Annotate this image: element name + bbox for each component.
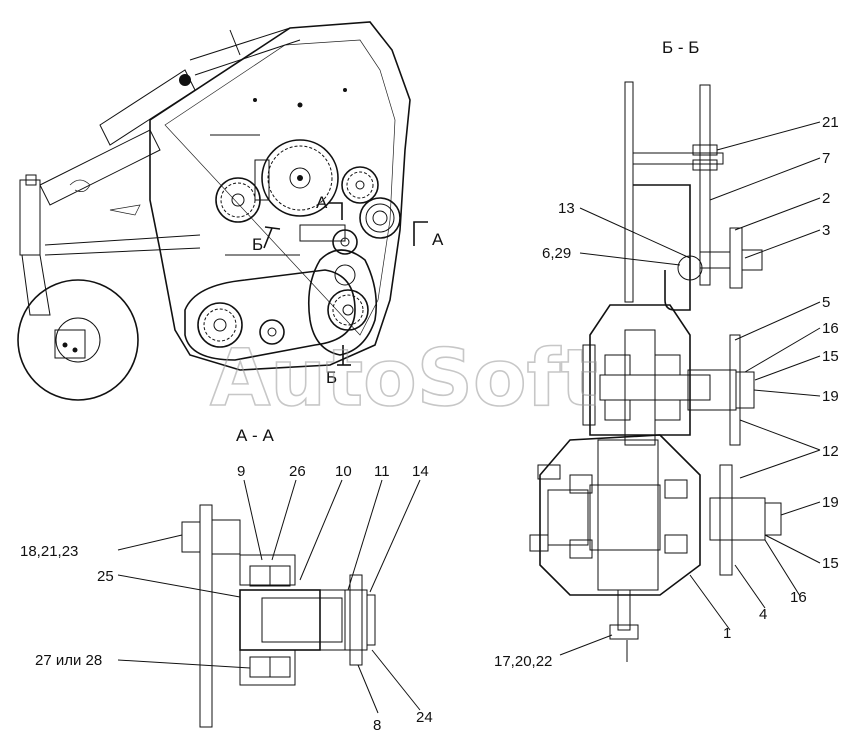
callout-25: 25 xyxy=(97,568,114,585)
callout-6-29: 6,29 xyxy=(542,245,571,262)
view-mark-b-upper: Б xyxy=(252,235,263,254)
sprocket-lower-left xyxy=(197,302,243,348)
callout-4: 4 xyxy=(759,606,767,623)
callout-15a: 15 xyxy=(822,348,839,365)
callout-19b: 19 xyxy=(822,494,839,511)
view-mark-a-right: А xyxy=(432,230,444,249)
sprocket-lower-right xyxy=(327,289,369,331)
callout-12: 12 xyxy=(822,443,839,460)
callout-13: 13 xyxy=(558,200,575,217)
section-aa-title: А - А xyxy=(236,426,274,445)
sprocket-left-upper xyxy=(215,177,261,223)
sprocket-lower-mid xyxy=(259,319,285,345)
callout-16a: 16 xyxy=(822,320,839,337)
callout-7: 7 xyxy=(822,150,830,167)
callout-18-21-23: 18,21,23 xyxy=(20,543,78,560)
callout-1: 1 xyxy=(723,625,731,642)
general-view: А А Б Б xyxy=(17,21,444,401)
callout-17-20-22: 17,20,22 xyxy=(494,653,552,670)
callout-3: 3 xyxy=(822,222,830,239)
sprocket-right-upper xyxy=(341,166,379,204)
callout-16b: 16 xyxy=(790,589,807,606)
callout-15b: 15 xyxy=(822,555,839,572)
callout-11: 11 xyxy=(374,463,390,480)
callout-2: 2 xyxy=(822,190,830,207)
view-mark-a-upper: А xyxy=(316,193,328,212)
callout-19a: 19 xyxy=(822,388,839,405)
callout-10: 10 xyxy=(335,463,352,480)
view-mark-b-lower: Б xyxy=(326,368,337,387)
callout-24: 24 xyxy=(416,709,433,726)
section-bb-title: Б - Б xyxy=(662,38,699,57)
callout-26: 26 xyxy=(289,463,306,480)
section-aa: А - А 9 26 10 11 14 18,21 xyxy=(20,426,433,734)
watermark: AutoSoft xyxy=(210,334,598,424)
sprocket-upper xyxy=(261,139,339,217)
callout-27-or-28: 27 или 28 xyxy=(35,652,102,669)
callout-5: 5 xyxy=(822,294,830,311)
wheel xyxy=(17,279,139,401)
callout-21: 21 xyxy=(822,114,839,131)
section-bb: Б - Б xyxy=(494,38,839,670)
callout-9: 9 xyxy=(237,463,245,480)
callout-8: 8 xyxy=(373,717,381,734)
bearing-unit xyxy=(359,197,401,239)
callout-14: 14 xyxy=(412,463,429,480)
